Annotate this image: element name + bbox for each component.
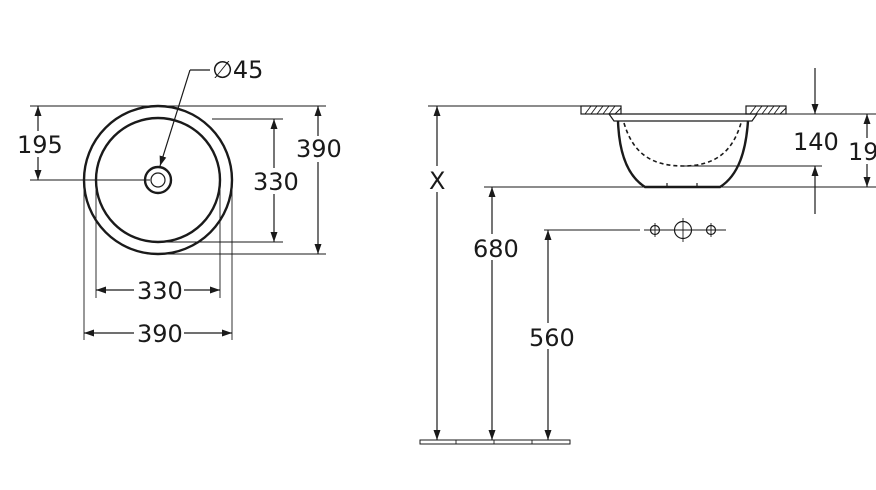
dim-label-330-right: 330	[253, 168, 299, 196]
drain-diameter-label: ∅45	[212, 56, 263, 84]
dim-label-x: X	[429, 167, 445, 195]
drain-leader	[159, 69, 191, 167]
side-view: X 680 560 140 19	[419, 68, 876, 445]
dim-label-390-bottom: 390	[137, 320, 183, 348]
dim-label-330-bottom: 330	[137, 277, 183, 305]
dim-label-560: 560	[529, 324, 575, 352]
dim-label-140: 140	[793, 128, 839, 156]
drain-inner	[150, 172, 166, 188]
dim-label-19: 19	[848, 138, 876, 166]
dim-label-680: 680	[473, 235, 519, 263]
basin-rim	[607, 113, 759, 122]
tap-holes	[644, 218, 726, 242]
basin-bowl	[616, 120, 750, 189]
countertop-hatch-left	[580, 105, 622, 115]
floor-line	[419, 439, 571, 445]
countertop-hatch-right	[745, 105, 787, 115]
basin-inner-dashed	[623, 122, 742, 167]
dim-label-390-right: 390	[296, 135, 342, 163]
top-view: ∅45 195 390 330 330 390	[14, 56, 342, 348]
dim-label-195: 195	[17, 131, 63, 159]
